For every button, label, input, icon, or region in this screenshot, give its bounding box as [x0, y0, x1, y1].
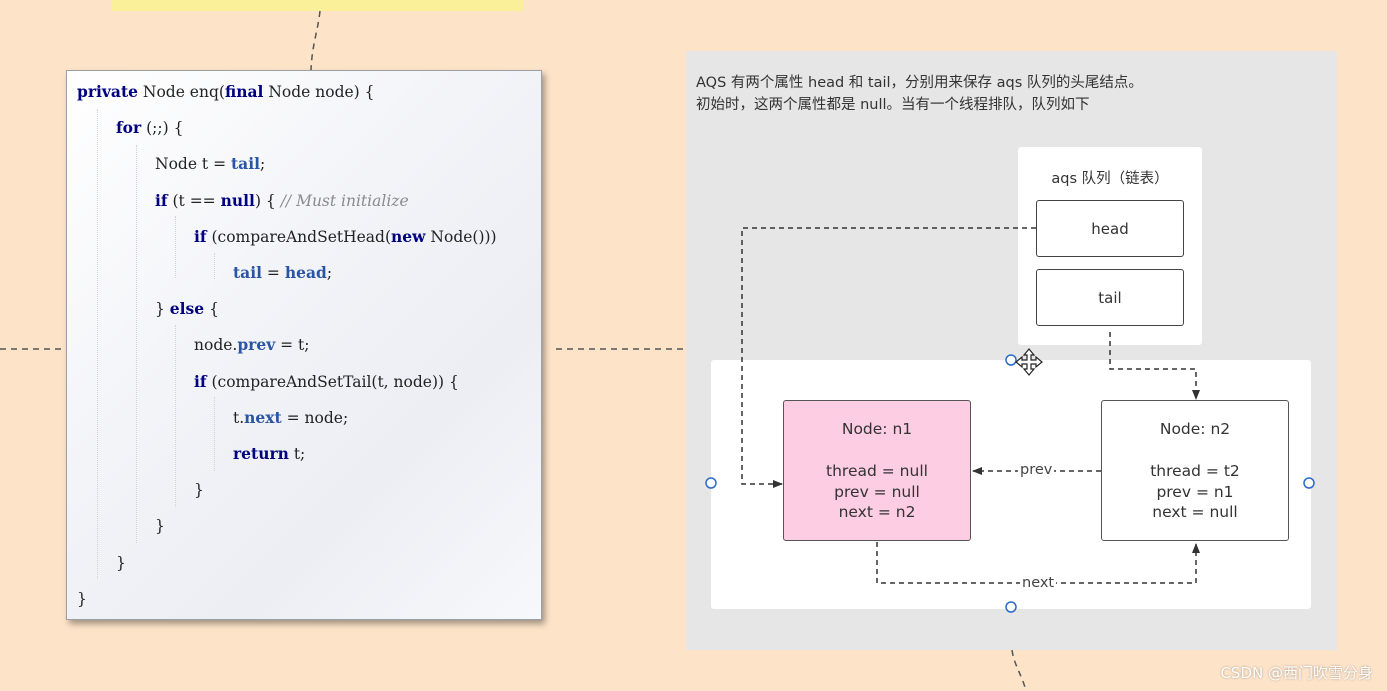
selection-handle	[1005, 601, 1017, 613]
code-token: for	[116, 118, 142, 138]
code-line: t.next = node;	[233, 407, 348, 429]
code-token: ;	[259, 155, 266, 174]
code-token: private	[77, 82, 138, 101]
code-token: t;	[288, 445, 306, 463]
code-line: if (compareAndSetTail(t, node)) {	[194, 371, 459, 393]
code-token: (compareAndSetTail(t, node)) {	[206, 372, 459, 391]
move-cursor-icon	[1015, 348, 1043, 376]
code-token: else	[169, 299, 205, 319]
next-label: next	[1020, 575, 1057, 591]
tail-field-box[interactable]: tail	[1036, 269, 1184, 326]
code-token: Node t =	[155, 155, 231, 174]
diagram-panel: AQS 有两个属性 head 和 tail，分别用来保存 aqs 队列的头尾结点…	[686, 51, 1337, 650]
node-n1[interactable]: Node: n1 thread = null prev = null next …	[783, 400, 971, 541]
indent-guide	[136, 145, 137, 543]
code-token: }	[155, 300, 170, 319]
node-n1-next: next = n2	[838, 503, 916, 521]
code-line: for (;;) {	[116, 117, 183, 139]
tail-to-n2-arrow	[1109, 332, 1200, 400]
code-token: new	[391, 226, 426, 246]
code-token: t.	[233, 408, 245, 427]
aqs-queue-box[interactable]: aqs 队列（链表） head tail	[1018, 147, 1202, 345]
code-token: }	[155, 517, 165, 536]
prev-label: prev	[1018, 462, 1055, 478]
code-token: ;	[326, 264, 333, 282]
code-token: {	[204, 300, 219, 319]
code-line: } else {	[155, 298, 219, 320]
code-line: node.prev = t;	[194, 334, 310, 356]
code-token: tail	[233, 263, 262, 282]
description-line-1: AQS 有两个属性 head 和 tail，分别用来保存 aqs 队列的头尾结点…	[696, 75, 1143, 91]
code-line: }	[194, 479, 204, 501]
code-token: if	[155, 190, 168, 210]
code-line: Node t = tail;	[155, 153, 265, 175]
arrows-overlay	[705, 227, 1315, 613]
code-line: if (compareAndSetHead(new Node()))	[194, 226, 497, 248]
code-line: }	[116, 552, 126, 574]
code-token: (t ==	[167, 191, 221, 210]
node-n1-prev: prev = null	[834, 483, 920, 501]
code-token: final	[224, 82, 264, 101]
code-token: = t;	[275, 336, 310, 355]
queue-container[interactable]: Node: n1 thread = null prev = null next …	[711, 360, 1311, 609]
code-token: }	[116, 553, 126, 572]
node-n2[interactable]: Node: n2 thread = t2 prev = n1 next = nu…	[1101, 400, 1289, 541]
code-token: Node()))	[425, 227, 497, 246]
head-field-box[interactable]: head	[1036, 200, 1184, 257]
code-line: if (t == null) { // Must initialize	[155, 190, 409, 212]
indent-guide	[175, 325, 176, 507]
aqs-queue-title: aqs 队列（链表）	[1051, 171, 1169, 187]
node-n1-thread: thread = null	[826, 462, 928, 480]
code-token: (;;) {	[141, 119, 184, 138]
code-token: return	[233, 444, 289, 463]
code-token: Node node) {	[263, 83, 375, 101]
indent-guide	[214, 253, 215, 279]
selection-handle	[1005, 354, 1017, 366]
connector-top	[310, 10, 321, 71]
code-token: (compareAndSetHead(	[206, 227, 392, 246]
indent-guide	[175, 216, 176, 278]
code-line: return t;	[233, 443, 305, 465]
code-line: tail = head;	[233, 262, 332, 284]
code-token: if	[194, 226, 207, 246]
code-token: // Must initialize	[280, 191, 409, 210]
code-token: prev	[237, 335, 276, 355]
code-token: ) {	[254, 191, 281, 210]
node-n1-title: Node: n1	[841, 420, 913, 438]
code-line: }	[77, 588, 87, 610]
watermark: CSDN @西门吹雪分身	[1220, 664, 1373, 682]
selection-handle	[1303, 477, 1315, 489]
indent-guide	[214, 397, 215, 471]
node-n2-next: next = null	[1152, 503, 1238, 521]
code-token: tail	[231, 154, 260, 174]
code-line: }	[155, 515, 165, 537]
connector-bottom	[1011, 649, 1027, 691]
code-panel: private Node enq(final Node node) { for (…	[66, 70, 542, 620]
code-token: = node;	[281, 408, 349, 427]
code-line: private Node enq(final Node node) {	[77, 81, 375, 103]
code-token: head	[284, 263, 327, 282]
code-token: }	[194, 481, 204, 500]
node-n2-title: Node: n2	[1159, 420, 1231, 438]
code-token: node.	[194, 336, 238, 355]
selection-handle	[705, 477, 717, 489]
code-token: null	[220, 190, 255, 210]
head-to-n1-arrow	[741, 227, 1036, 488]
indent-guide	[97, 109, 98, 579]
yellow-note	[112, 0, 523, 11]
node-n2-prev: prev = n1	[1156, 483, 1234, 501]
node-n2-thread: thread = t2	[1150, 462, 1240, 480]
code-token: =	[261, 264, 285, 282]
code-token: Node enq(	[137, 83, 225, 101]
code-token: next	[244, 407, 282, 427]
description-line-2: 初始时，这两个属性都是 null。当有一个线程排队，队列如下	[696, 97, 1090, 113]
code-token: if	[194, 371, 207, 391]
code-token: }	[77, 589, 87, 608]
